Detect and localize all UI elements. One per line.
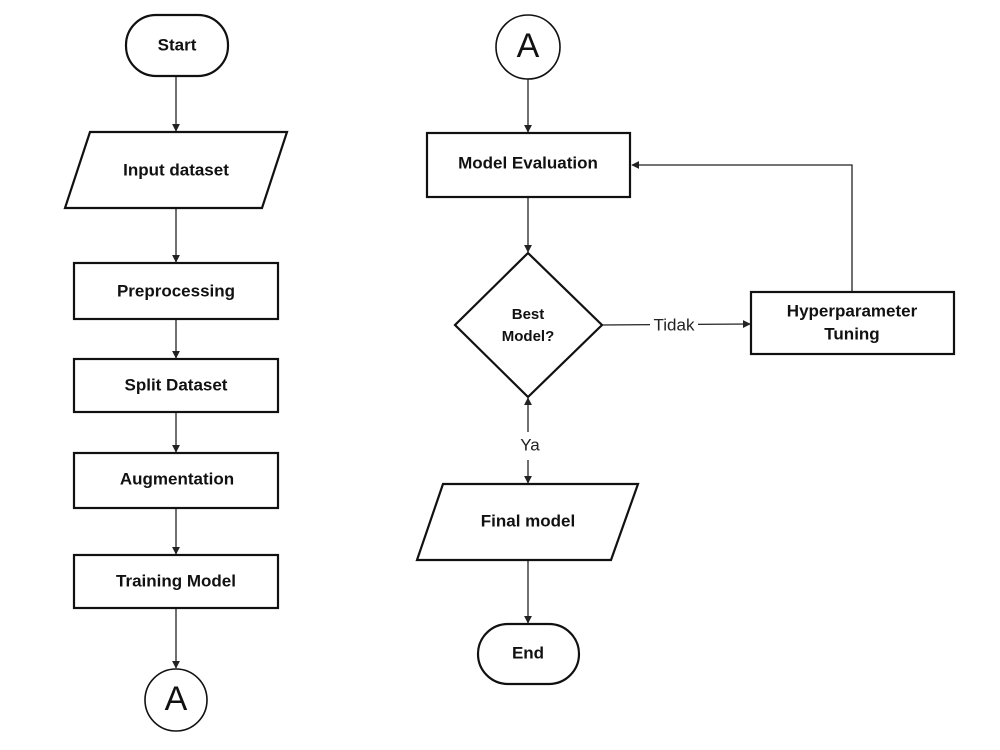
split-dataset-node: Split Dataset (72, 357, 280, 414)
final-model-label: Final model (481, 511, 575, 530)
final-model-node: Final model (415, 482, 640, 562)
decision-label-line2: Model? (502, 328, 555, 345)
connector-a-out-label: A (165, 680, 188, 718)
training-model-label: Training Model (116, 571, 236, 590)
preprocessing-label: Preprocessing (117, 281, 235, 300)
tuning-label-line1: Hyperparameter (787, 301, 918, 320)
start-node: Start (124, 13, 230, 78)
end-label: End (512, 643, 544, 662)
tuning-label-line2: Tuning (824, 324, 879, 343)
end-node: End (476, 622, 581, 686)
decision-label-line1: Best (512, 306, 545, 323)
tidak-label: Tidak (654, 315, 695, 334)
connector-a-in-label: A (517, 27, 540, 65)
model-evaluation-label: Model Evaluation (458, 153, 598, 172)
augmentation-node: Augmentation (72, 451, 280, 510)
augmentation-label: Augmentation (120, 469, 234, 488)
split-dataset-label: Split Dataset (125, 375, 228, 394)
model-evaluation-node: Model Evaluation (425, 131, 632, 199)
ya-label: Ya (520, 435, 540, 454)
connector-a-in: A (495, 14, 561, 80)
best-model-decision: Best Model? (453, 251, 604, 399)
connector-a-out: A (144, 668, 208, 732)
training-model-node: Training Model (72, 553, 280, 610)
hyperparameter-tuning-node: Hyperparameter Tuning (749, 290, 956, 356)
input-dataset-node: Input dataset (63, 130, 289, 210)
edge-label-yes: Ya (520, 435, 540, 454)
preprocessing-node: Preprocessing (72, 261, 280, 321)
start-label: Start (158, 35, 197, 54)
edge-label-no: Tidak (650, 314, 698, 336)
edge-tuning-to-evaluation (631, 161, 853, 292)
input-dataset-label: Input dataset (123, 160, 229, 179)
